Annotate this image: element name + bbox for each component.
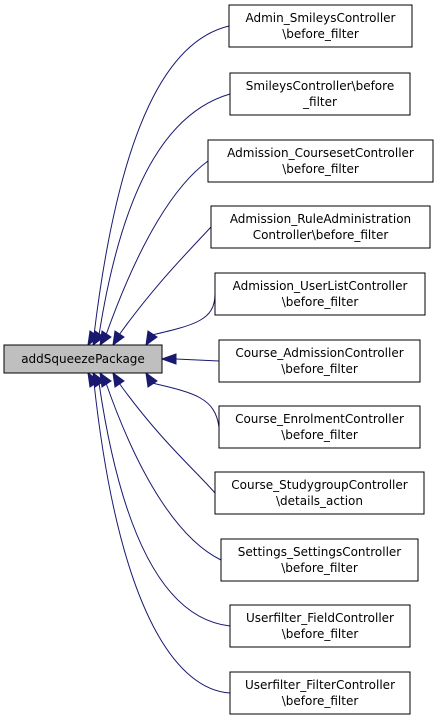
caller-node-label-line: \before_filter <box>281 362 358 376</box>
caller-node-label-line: \before_filter <box>282 162 359 176</box>
call-edge <box>118 226 212 336</box>
caller-node[interactable]: Settings_SettingsController \before_filte… <box>220 538 419 582</box>
caller-node-box <box>229 72 411 116</box>
caller-node[interactable]: Admission_CoursesetController \before_fil… <box>207 139 434 183</box>
caller-node-box <box>229 604 411 648</box>
call-edge <box>105 160 209 336</box>
caller-node-label-line: Course_AdmissionController <box>235 346 403 360</box>
edge-arrowhead <box>112 371 125 388</box>
caller-node-box <box>207 139 434 183</box>
caller-node[interactable]: Userfilter_FilterController \before_filte… <box>229 671 411 715</box>
caller-node[interactable]: Admission_UserListController \before_filt… <box>214 272 426 316</box>
caller-node-box <box>228 4 413 48</box>
caller-node-box <box>229 671 411 715</box>
edge-arrowhead <box>92 330 105 347</box>
caller-node-label-line: Course_EnrolmentController <box>235 412 404 426</box>
caller-node[interactable]: Admin_SmileysController \before_filter <box>228 4 413 48</box>
caller-node-box <box>210 205 431 249</box>
caller-node-box <box>218 339 421 383</box>
caller-node-label-line: Admission_RuleAdministration <box>230 212 411 226</box>
caller-node-box <box>214 471 425 515</box>
caller-node-label-line: Admission_UserListController <box>233 279 408 293</box>
caller-node-box <box>220 538 419 582</box>
call-edge <box>98 382 231 627</box>
focus-node[interactable]: addSqueezePackage <box>3 344 163 374</box>
caller-nodes: Admin_SmileysController\before_filterSmi… <box>207 4 434 715</box>
caller-node-label-line: \before_filter <box>282 694 359 708</box>
edge-arrowhead <box>99 330 112 347</box>
caller-node-label-line: Controller\before_filter <box>253 228 389 242</box>
call-edge <box>118 382 216 494</box>
caller-node-label-line: Course_StudygroupController <box>231 478 407 492</box>
edge-arrowhead <box>145 330 158 347</box>
caller-node-label-line: \before_filter <box>281 561 358 575</box>
call-edge <box>93 382 231 694</box>
focus-node-box <box>3 344 163 374</box>
caller-node[interactable]: Course_EnrolmentController \before_filter <box>218 405 421 449</box>
call-edge <box>151 293 216 336</box>
call-edge <box>175 358 220 362</box>
call-edge <box>98 93 231 336</box>
call-edge <box>105 382 222 561</box>
caller-node-label-line: Admin_SmileysController <box>246 11 396 25</box>
caller-node-label-line: \before_filter <box>282 627 359 641</box>
caller-node-label-line: Userfilter_FieldController <box>246 611 394 625</box>
edge-arrowhead <box>87 371 100 388</box>
call-edges <box>87 25 231 694</box>
caller-node-label-line: Userfilter_FilterController <box>245 678 395 692</box>
edge-arrowhead <box>160 353 177 365</box>
edge-arrowhead <box>145 371 158 388</box>
caller-node-label-line: \before_filter <box>282 295 359 309</box>
edge-arrowhead <box>112 330 125 347</box>
caller-node-box <box>214 272 426 316</box>
call-edge <box>93 25 230 336</box>
caller-node-label-line: _filter <box>302 95 337 109</box>
caller-node-label-line: SmileysController\before <box>246 79 394 93</box>
caller-node[interactable]: Course_AdmissionController \before_filter <box>218 339 421 383</box>
caller-node-label-line: Settings_SettingsController <box>238 545 402 559</box>
caller-node-label-line: \details_action <box>276 494 363 508</box>
call-edge <box>151 382 220 428</box>
caller-node-label-line: \before_filter <box>281 428 358 442</box>
caller-node[interactable]: SmileysController\before _filter <box>229 72 411 116</box>
caller-node[interactable]: Course_StudygroupController \details_acti… <box>214 471 425 515</box>
caller-node-label-line: Admission_CoursesetController <box>227 146 414 160</box>
caller-node-box <box>218 405 421 449</box>
focus-node-label: addSqueezePackage <box>21 352 145 366</box>
caller-node[interactable]: Userfilter_FieldController \before_filter <box>229 604 411 648</box>
caller-node[interactable]: Admission_RuleAdministrationController\b… <box>210 205 431 249</box>
caller-node-label-line: \before_filter <box>282 27 359 41</box>
